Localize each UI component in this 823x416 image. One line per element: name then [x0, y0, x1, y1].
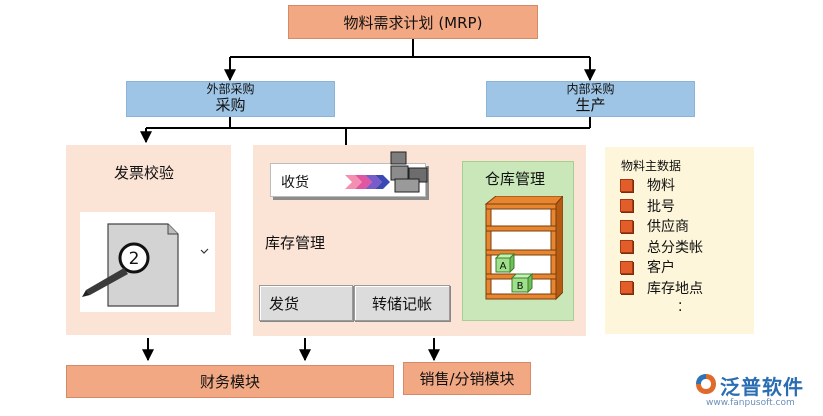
- internal-procurement-box: 内部采购 生产: [486, 81, 695, 117]
- sales-module-label: 销售/分销模块: [419, 370, 515, 388]
- list-item-label: 批号: [647, 198, 675, 215]
- external-procurement-line2: 采购: [215, 96, 246, 115]
- material-master-panel: 物料主数据 物料 批号 供应商 总分类帐 客户 库存地点 . .: [605, 147, 754, 334]
- brand-url: www.fanpusoft.com: [706, 398, 795, 408]
- brand-logo-icon: [696, 374, 716, 394]
- material-master-list: 物料 批号 供应商 总分类帐 客户 库存地点: [620, 175, 750, 298]
- list-item: 批号: [620, 196, 750, 217]
- inventory-management-panel: 收货 库存管理 发货 转储记帐 仓库管理: [253, 145, 586, 336]
- mrp-label: 物料需求计划 (MRP): [343, 13, 483, 32]
- brand-name: 泛普软件: [720, 375, 804, 399]
- invoice-verification-title: 发票校验: [114, 164, 175, 182]
- ellipsis-dot: .: [678, 299, 683, 315]
- list-item: 物料: [620, 175, 750, 196]
- goods-receipt-label: 收货: [281, 175, 309, 191]
- internal-procurement-line2: 生产: [575, 96, 606, 115]
- goods-receipt-arrows-icon: [345, 175, 390, 189]
- svg-text:2: 2: [129, 249, 140, 269]
- finance-module-label: 财务模块: [199, 373, 260, 391]
- transfer-posting-button[interactable]: 转储记帐: [354, 285, 450, 321]
- material-master-title: 物料主数据: [621, 159, 682, 173]
- inventory-management-title: 库存管理: [265, 234, 326, 252]
- brand-watermark: 泛普软件 www.fanpusoft.com: [694, 369, 820, 413]
- list-item: 客户: [620, 257, 750, 278]
- finance-module-box: 财务模块: [66, 365, 394, 398]
- bullet-icon: [620, 199, 633, 213]
- invoice-verification-panel: 发票校验 2: [66, 145, 231, 335]
- goods-issue-button[interactable]: 发货: [259, 285, 353, 321]
- external-procurement-line1: 外部采购: [206, 82, 255, 97]
- shelf-label-b: B: [517, 281, 524, 292]
- bullet-icon: [620, 178, 633, 192]
- list-item: 库存地点: [620, 278, 750, 299]
- external-procurement-box: 外部采购 采购: [126, 81, 335, 117]
- list-item-label: 总分类帐: [647, 239, 703, 256]
- material-master-more: . .: [678, 292, 683, 315]
- bullet-icon: [620, 240, 633, 254]
- list-item: 总分类帐: [620, 237, 750, 258]
- shelf-label-a: A: [500, 261, 507, 272]
- internal-procurement-line1: 内部采购: [566, 82, 615, 97]
- sales-module-box: 销售/分销模块: [403, 362, 531, 395]
- goods-receipt-card: 收货: [270, 151, 428, 197]
- list-item-label: 客户: [647, 260, 675, 277]
- list-item: 供应商: [620, 216, 750, 237]
- transfer-posting-label: 转储记帐: [371, 294, 432, 313]
- goods-boxes-icon: [390, 151, 428, 193]
- invoice-illustration: 2: [80, 212, 215, 312]
- bullet-icon: [620, 281, 633, 295]
- ellipsis-dot: .: [678, 292, 683, 308]
- list-item-label: 供应商: [647, 219, 689, 236]
- bullet-icon: [620, 260, 633, 274]
- warehouse-management-title: 仓库管理: [485, 170, 546, 188]
- goods-issue-label: 发货: [269, 294, 300, 313]
- list-item-label: 库存地点: [647, 280, 703, 297]
- bullet-icon: [620, 219, 633, 233]
- warehouse-management-panel: 仓库管理 A B: [462, 161, 574, 321]
- mrp-box: 物料需求计划 (MRP): [288, 5, 538, 39]
- invoice-magnifier-icon: 2: [82, 223, 209, 307]
- list-item-label: 物料: [647, 178, 675, 195]
- warehouse-shelf-icon: A B: [484, 196, 563, 301]
